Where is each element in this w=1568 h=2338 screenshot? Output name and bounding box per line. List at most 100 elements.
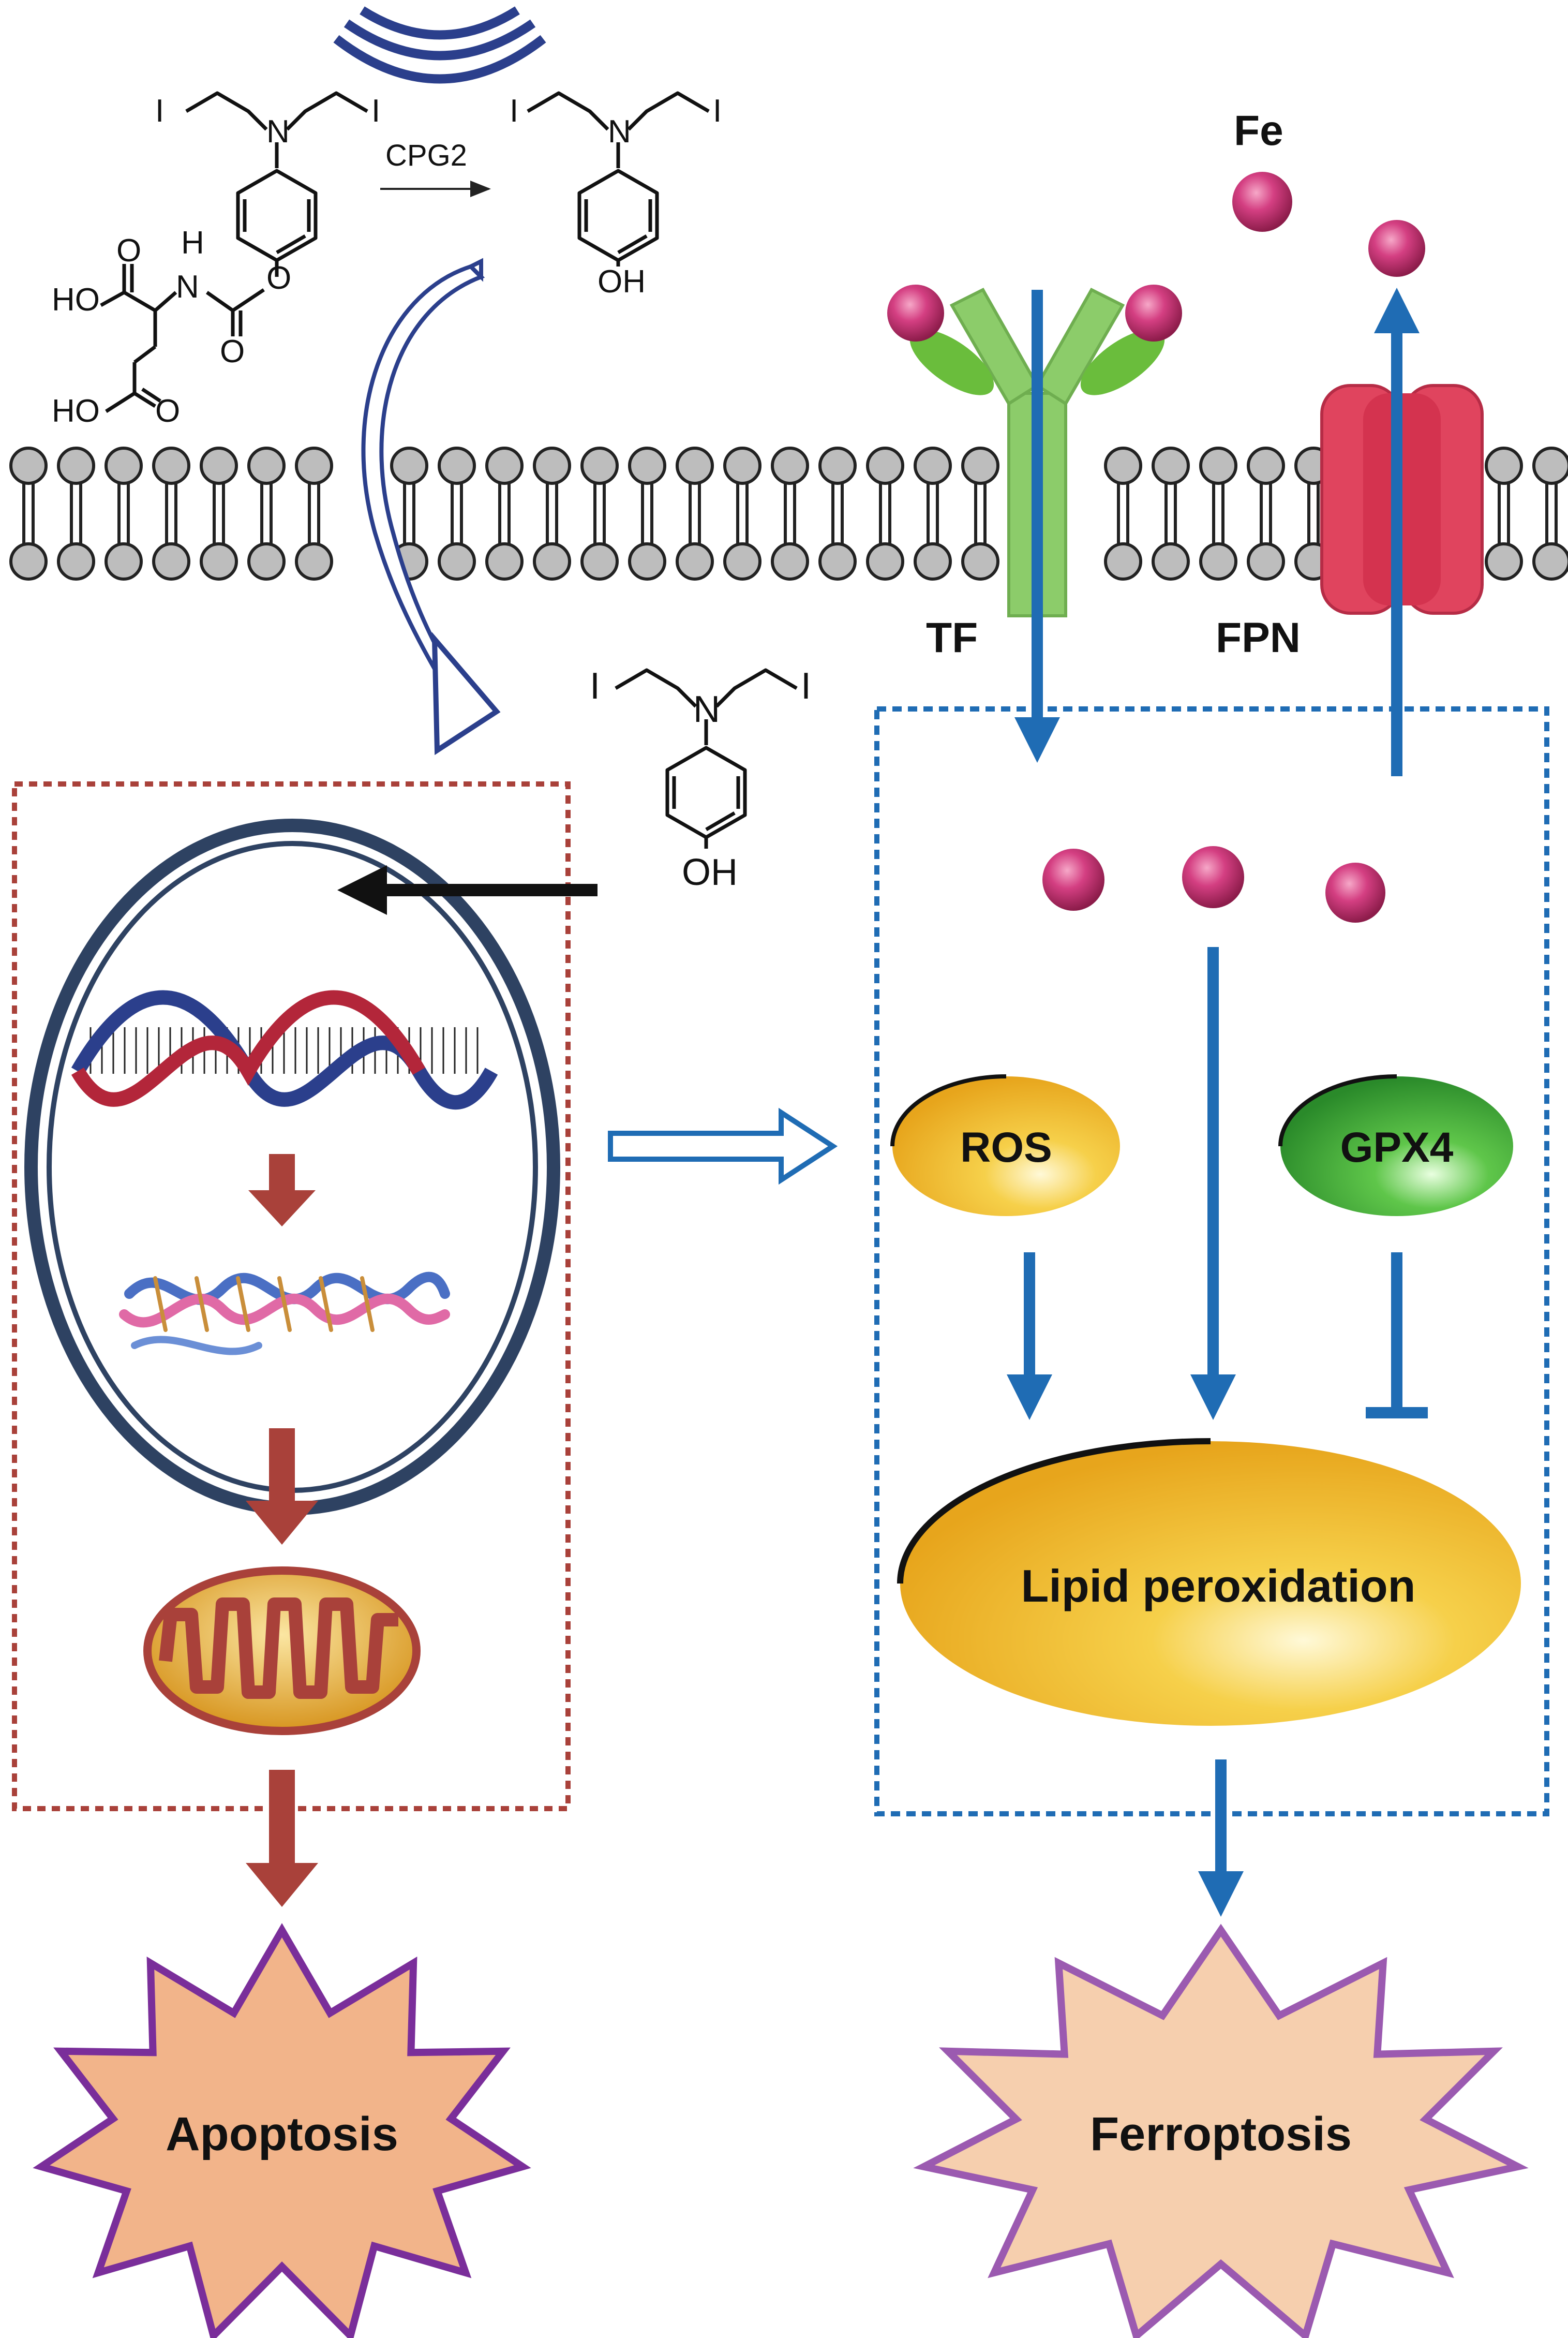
lipid-head	[1104, 542, 1142, 581]
iron-ion-icon	[1042, 849, 1104, 911]
prodrug-structure	[100, 91, 368, 413]
lipid-head	[1247, 447, 1285, 485]
chem-drug-hydroxyl: OH	[598, 264, 646, 300]
fpn-label: FPN	[1216, 614, 1301, 661]
lipid-head	[676, 542, 714, 581]
lipid-head	[200, 542, 238, 581]
lipid-head	[961, 542, 999, 581]
lipid-head	[390, 447, 428, 485]
iron-ion-icon	[1325, 863, 1385, 923]
gpx4-inhibition-line	[1366, 1252, 1428, 1418]
tf-label: TF	[926, 614, 978, 661]
chem-iodine-left: I	[155, 93, 164, 129]
ferroptosis-pathway-box	[874, 706, 1549, 1816]
lipid-head	[200, 447, 238, 485]
lipid-head	[9, 447, 48, 485]
lipid-peroxidation-node: Lipid peroxidation	[897, 1438, 1521, 1726]
chem-intracellular-iodine-right: I	[801, 665, 811, 707]
mitochondrion-icon	[143, 1566, 421, 1735]
lipid-head	[104, 447, 143, 485]
drug-structure-top	[527, 91, 710, 267]
lipid-head	[485, 447, 524, 485]
lipid-head	[628, 447, 666, 485]
chem-nitrogen: N	[266, 114, 290, 150]
lipid-head	[9, 542, 48, 581]
chem-carbonyl-o: O	[220, 334, 245, 369]
lipid-head	[1532, 447, 1568, 485]
chem-drug-nitrogen: N	[608, 114, 631, 150]
chem-oxygen: O	[266, 260, 291, 296]
lipid-head	[152, 542, 190, 581]
ultrasound-waves-icon	[333, 6, 546, 84]
iron-ion-icon	[1232, 172, 1292, 232]
mito-to-apoptosis-arrow	[246, 1770, 318, 1907]
lipid-head	[771, 447, 809, 485]
dna-helix-icon	[71, 990, 498, 1109]
lipid-head	[723, 447, 761, 485]
iron-ion-icon	[1182, 846, 1244, 908]
damaged-dna-icon	[119, 1271, 450, 1355]
chem-intracellular-nitrogen: N	[693, 689, 720, 730]
chem-amine-n: N	[176, 269, 199, 305]
drug-structure-intracellular	[615, 668, 798, 849]
chem-acid-o-bottom: O	[155, 393, 180, 429]
apoptosis-outcome: Apoptosis	[33, 1923, 531, 2338]
ferroptosis-outcome: Ferroptosis	[913, 1923, 1529, 2338]
lipid-head	[818, 542, 857, 581]
chem-acid-o: O	[116, 233, 141, 269]
lipid-head	[914, 542, 952, 581]
chem-intracellular-hydroxyl: OH	[682, 852, 738, 893]
lipid-head	[914, 447, 952, 485]
lipid-head	[866, 447, 904, 485]
fe-label: Fe	[1234, 107, 1283, 154]
transferrin-receptor-icon	[887, 285, 1182, 617]
lipid-head	[485, 542, 524, 581]
lipid-head	[1247, 542, 1285, 581]
ros-label: ROS	[960, 1124, 1052, 1171]
apoptosis-label: Apoptosis	[166, 2108, 398, 2161]
lipid-head	[1485, 447, 1523, 485]
lipid-head	[580, 542, 619, 581]
lipid-head	[1532, 542, 1568, 581]
ferroportin-channel-icon	[1320, 384, 1484, 615]
nucleus-to-ferroptosis-arrow	[608, 1107, 838, 1185]
lipid-head	[247, 447, 286, 485]
dna-damage-arrow	[248, 1154, 316, 1226]
chem-iodine-right: I	[371, 93, 380, 129]
lipid-head	[580, 447, 619, 485]
ros-node: ROS	[890, 1074, 1120, 1216]
lipid-head	[533, 542, 571, 581]
lipid-head	[1104, 447, 1142, 485]
lipid-head	[438, 542, 476, 581]
lipid-head	[676, 447, 714, 485]
lipid-head	[1485, 542, 1523, 581]
cell-membrane	[9, 447, 1568, 581]
apoptosis-cascade-arrows	[246, 1154, 318, 1907]
lipid-head	[152, 447, 190, 485]
chem-acid-ho-bottom: HO	[52, 393, 100, 429]
lipid-head	[818, 447, 857, 485]
lipid-head	[961, 447, 999, 485]
gpx4-label: GPX4	[1340, 1124, 1454, 1171]
cpg2-label: CPG2	[385, 139, 467, 172]
lipid-head	[866, 542, 904, 581]
lipid-head	[628, 542, 666, 581]
lipid-head	[295, 542, 333, 581]
chem-intracellular-iodine-left: I	[590, 665, 600, 707]
lipid-head	[1152, 542, 1190, 581]
lipid-head	[723, 542, 761, 581]
nucleus-to-mito-arrow	[246, 1428, 318, 1545]
lipid-head	[771, 542, 809, 581]
lipid-head	[57, 447, 95, 485]
lipid-head	[438, 447, 476, 485]
lipid-head	[247, 542, 286, 581]
lipid-head	[533, 447, 571, 485]
gpx4-node: GPX4	[1278, 1074, 1513, 1216]
lipid-head	[57, 542, 95, 581]
chem-amine-h: H	[181, 225, 204, 261]
iron-ion-icon	[1368, 220, 1425, 277]
chem-acid-ho-top: HO	[52, 282, 100, 318]
lipid-peroxidation-label: Lipid peroxidation	[1021, 1560, 1416, 1611]
drug-entry-arrow	[361, 258, 501, 756]
